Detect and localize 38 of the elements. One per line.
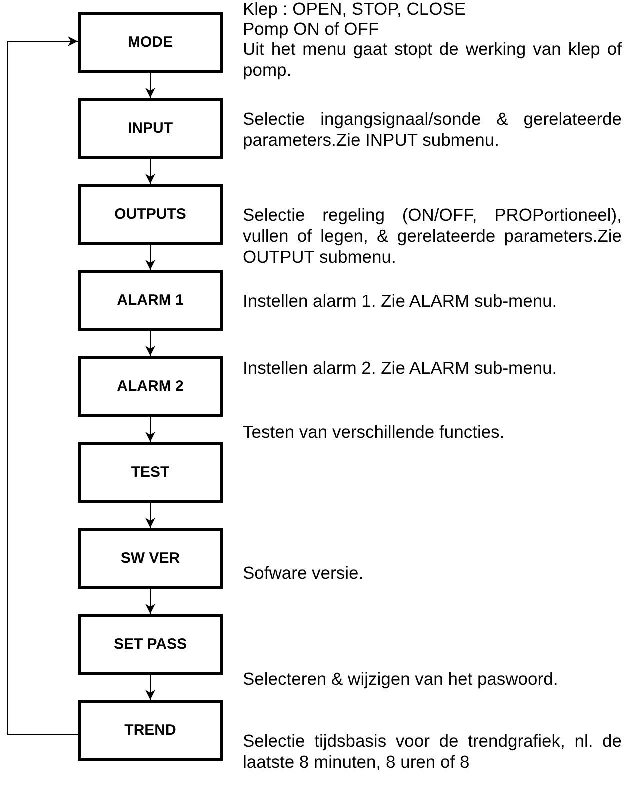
menu-label: OUTPUTS (114, 206, 186, 223)
menu-box (78, 184, 223, 245)
description-text: Selectie ingangsignaal/sonde & gerelateerde parameters.Zie INPUT submenu. (243, 109, 622, 151)
menu-box (78, 356, 223, 417)
menu-box (78, 12, 223, 73)
menu-box (78, 700, 223, 761)
description-text: Selecteren & wijzigen van het paswoord. (243, 669, 560, 690)
menu-label: TEST (131, 464, 170, 481)
arrow (146, 158, 156, 184)
menu-box (78, 98, 223, 159)
description-text: Selectie tijdsbasis voor de trendgrafiek, nl. de laatste 8 minuten, 8 uren of 8 (243, 731, 622, 773)
menu-label: ALARM 2 (117, 378, 184, 395)
arrow (146, 674, 156, 700)
menu-box (78, 614, 223, 675)
description-text: Selectie regeling (ON/OFF, PROPortioneel), vullen of legen, & gerelateerde parameters.Zie OUTPUT submenu. (243, 205, 622, 268)
menu-label: TREND (124, 722, 176, 739)
description-text: Sofware versie. (243, 563, 365, 584)
menu-label: INPUT (128, 120, 173, 137)
description-text: Klep : OPEN, STOP, CLOSE (243, 0, 468, 20)
arrow (8, 36, 78, 735)
description-text: Uit het menu gaat stopt de werking van klep of pomp. (243, 39, 622, 81)
description-text: Pomp ON of OFF (243, 19, 380, 40)
arrow (146, 416, 156, 442)
arrow (146, 244, 156, 270)
arrow (146, 72, 156, 98)
menu-label: MODE (128, 34, 173, 51)
description-text: Instellen alarm 2. Zie ALARM sub-menu. (243, 358, 558, 379)
description-text: Instellen alarm 1. Zie ALARM sub-menu. (243, 291, 558, 312)
menu-box (78, 442, 223, 503)
menu-box (78, 528, 223, 589)
description-text: Testen van verschillende functies. (243, 422, 506, 443)
menu-label: SW VER (120, 550, 180, 567)
arrow (146, 588, 156, 614)
menu-label: ALARM 1 (117, 292, 184, 309)
menu-label: SET PASS (114, 636, 188, 653)
arrow (146, 330, 156, 356)
menu-box (78, 270, 223, 331)
arrow (146, 502, 156, 528)
